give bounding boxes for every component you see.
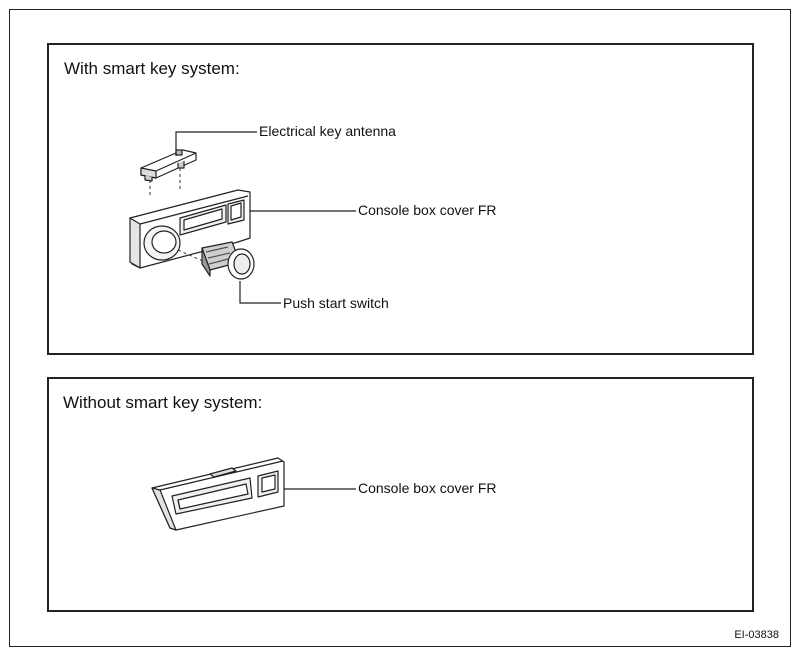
figure-code: EI-03838 (734, 629, 779, 641)
panel-with-smart-key (47, 43, 754, 355)
label-console-box-cover-1: Console box cover FR (358, 202, 497, 218)
panel-title-without-smart-key: Without smart key system: (63, 393, 263, 412)
panel-title-with-smart-key: With smart key system: (64, 59, 240, 78)
label-push-start-switch: Push start switch (283, 295, 389, 311)
label-electrical-key-antenna: Electrical key antenna (259, 123, 396, 139)
label-console-box-cover-2: Console box cover FR (358, 480, 497, 496)
figure-frame (9, 9, 791, 647)
panel-without-smart-key (47, 377, 754, 612)
